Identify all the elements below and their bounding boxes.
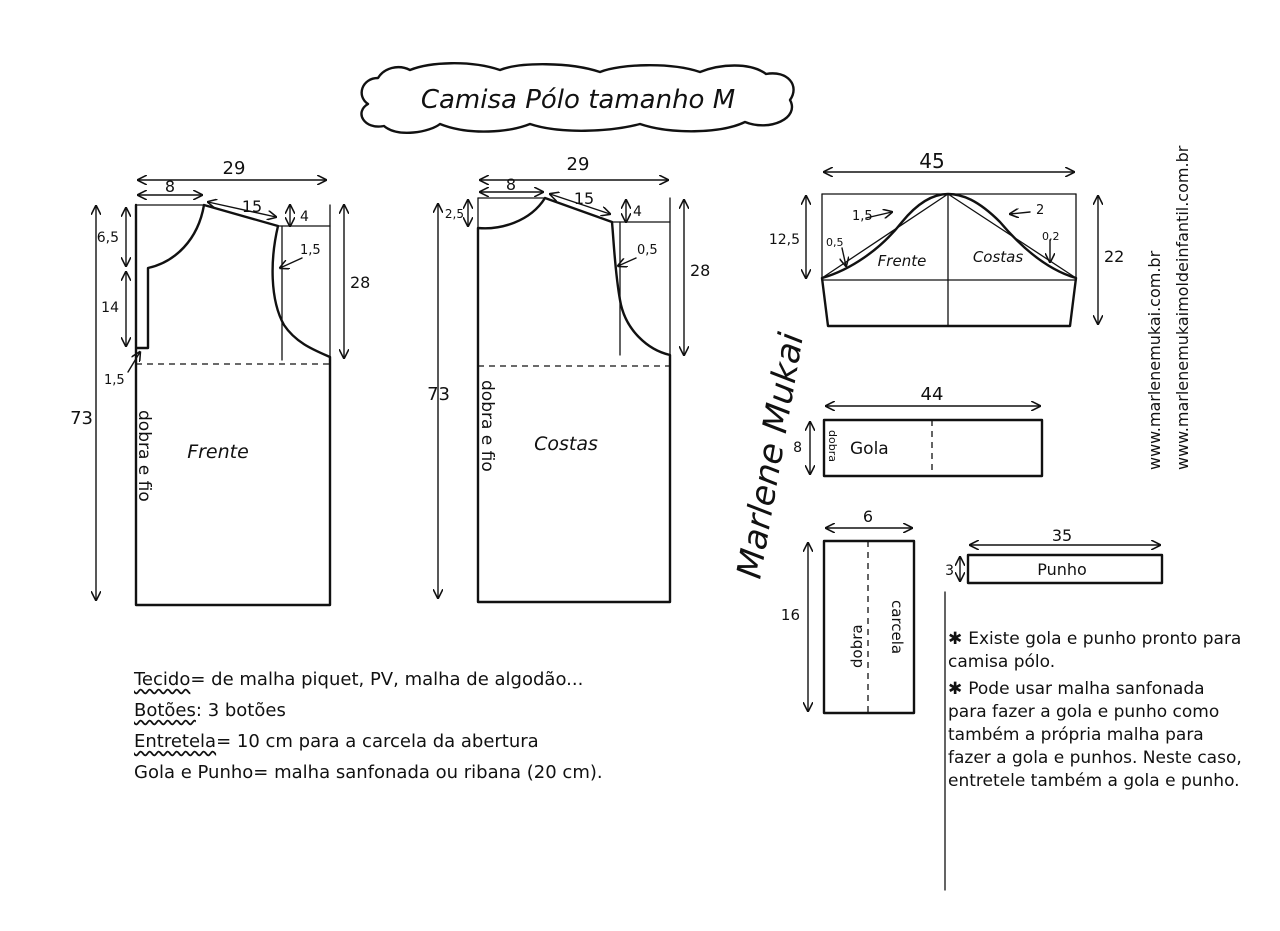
sleeve-back-inner: 0,2 [1042, 230, 1060, 243]
website-line-2: www.marlenemukaimoldeinfantil.com.br [1173, 145, 1192, 470]
collar-piece [810, 406, 1044, 478]
asterisk-icon: ✱ [948, 679, 963, 699]
front-neck-width: 8 [165, 177, 175, 196]
sleeve-width: 45 [919, 149, 944, 173]
interfacing-label: Entretela [134, 731, 217, 752]
back-shoulder: 15 [574, 189, 594, 208]
sleeve-piece [806, 172, 1098, 328]
collar-height: 8 [793, 440, 802, 456]
back-label: Costas [534, 433, 598, 455]
collar-label: Gola [850, 439, 889, 459]
placket-piece-label: carcela [888, 600, 906, 654]
sleeve-front-label: Frente [878, 252, 927, 270]
back-length: 73 [427, 384, 450, 405]
back-neck-depth: 2,5 [445, 207, 464, 221]
front-shoulder: 15 [242, 197, 262, 216]
collar-cuff-value: malha sanfonada ou ribana (20 cm). [274, 762, 603, 783]
sleeve-back-label: Costas [973, 248, 1024, 266]
sleeve-front-inner: 0,5 [826, 236, 844, 249]
interfacing-value: 10 cm para a carcela da abertura [236, 731, 539, 752]
buttons-row: Botões: 3 botões [134, 700, 286, 721]
fabric-row: Tecido= de malha piquet, PV, malha de al… [134, 669, 584, 690]
interfacing-row: Entretela= 10 cm para a carcela da abert… [134, 731, 539, 752]
sleeve-side-height: 22 [1104, 247, 1124, 266]
back-neck-width: 8 [506, 175, 516, 194]
collar-cuff-row: Gola e Punho= malha sanfonada ou ribana … [134, 762, 603, 783]
fabric-label: Tecido [134, 669, 191, 690]
front-fold-label: dobra e fio [134, 410, 154, 502]
front-armhole-depth: 28 [350, 273, 370, 292]
collar-cuff-label: Gola e Punho [134, 762, 254, 783]
front-shoulder-drop: 4 [300, 209, 309, 225]
collar-fold-label: dobra [826, 430, 839, 462]
placket-fold-label: dobra [848, 624, 866, 668]
page-title: Camisa Pólo tamanho M [421, 85, 735, 115]
cuff-height: 3 [945, 563, 954, 579]
side-notes: ✱Existe gola e punho pronto para camisa … [948, 628, 1248, 797]
back-armhole-depth: 28 [690, 261, 710, 280]
side-note-1: ✱Existe gola e punho pronto para camisa … [948, 629, 1242, 672]
front-length: 73 [70, 408, 93, 429]
front-piece [96, 180, 344, 607]
website-line-1: www.marlenemukai.com.br [1145, 250, 1164, 470]
back-armhole-curve: 0,5 [637, 243, 658, 258]
cuff-width: 35 [1052, 526, 1072, 545]
collar-width: 44 [921, 384, 944, 405]
front-corner: 1,5 [104, 373, 125, 388]
placket-width: 6 [863, 507, 873, 526]
front-armhole-curve: 1,5 [300, 243, 321, 258]
materials-notes: Tecido= de malha piquet, PV, malha de al… [134, 664, 704, 788]
cuff-piece [960, 545, 1164, 585]
title-cloud [360, 62, 795, 134]
front-width: 29 [223, 158, 246, 179]
placket-piece [808, 528, 916, 715]
back-fold-label: dobra e fio [477, 380, 497, 472]
fabric-value: de malha piquet, PV, malha de algodão... [211, 669, 584, 690]
back-width: 29 [567, 154, 590, 175]
front-placket-length: 14 [101, 300, 119, 316]
front-neck-depth: 6,5 [97, 230, 119, 246]
buttons-label: Botões [134, 700, 196, 721]
sleeve-curve-back: 2 [1036, 203, 1044, 218]
sleeve-cap-height: 12,5 [769, 232, 800, 248]
placket-height: 16 [781, 606, 800, 624]
back-shoulder-drop: 4 [633, 204, 642, 220]
front-label: Frente [187, 441, 249, 463]
sleeve-curve-front: 1,5 [852, 209, 873, 224]
side-note-2: ✱Pode usar malha sanfonada para fazer a … [948, 679, 1242, 791]
asterisk-icon: ✱ [948, 629, 963, 649]
buttons-value: 3 botões [207, 700, 286, 721]
cuff-label: Punho [1037, 560, 1087, 579]
back-piece [438, 180, 684, 604]
